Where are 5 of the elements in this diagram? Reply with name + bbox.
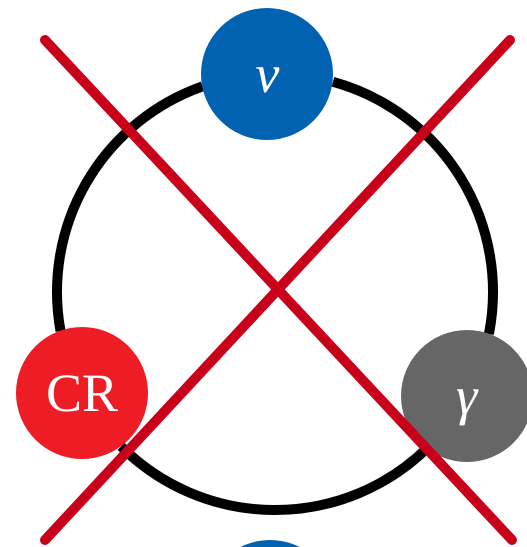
ring-arc [52,82,204,332]
ring-arc [331,77,498,335]
symbol-label: CR [46,366,118,420]
symbol-label: ν [255,47,280,102]
symbol-label: γ [456,369,478,424]
